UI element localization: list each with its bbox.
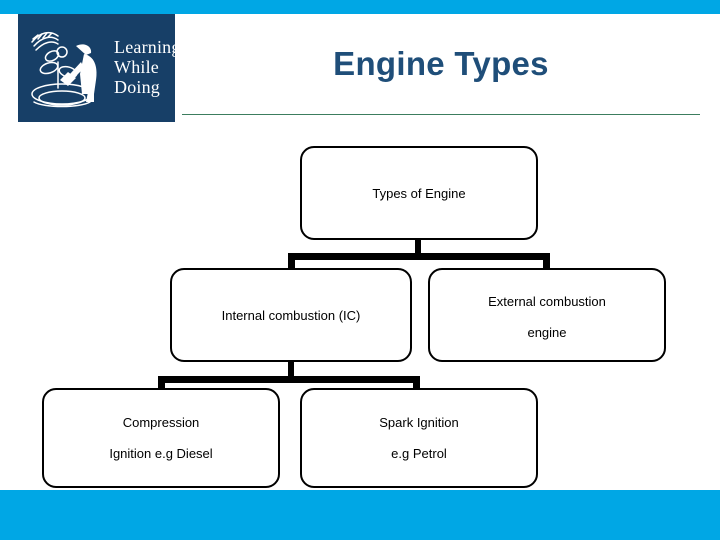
logo-wordmark: Learning While Doing bbox=[114, 37, 175, 97]
connector-ic-stem bbox=[288, 360, 294, 382]
connector-row3-horizontal bbox=[158, 376, 420, 383]
connector-row3-left-drop bbox=[158, 376, 165, 392]
node-label-line-1: Internal combustion (IC) bbox=[221, 307, 361, 323]
connector-row2-left-drop bbox=[288, 253, 295, 271]
logo-word-line-2: While bbox=[114, 57, 159, 77]
node-label-line-2: Ignition e.g Diesel bbox=[109, 446, 213, 461]
diagram-node-external-combustion[interactable]: External combustion engine bbox=[428, 268, 666, 362]
diagram-node-types-of-engine[interactable]: Types of Engine bbox=[300, 146, 538, 240]
connector-row2-right-drop bbox=[543, 253, 550, 271]
diagram-node-internal-combustion[interactable]: Internal combustion (IC) bbox=[170, 268, 412, 362]
node-label-line-1: External combustion bbox=[488, 294, 606, 309]
connector-row3-right-drop bbox=[413, 376, 420, 392]
node-label-line-1: Compression bbox=[122, 415, 200, 430]
logo: Learning While Doing bbox=[18, 14, 175, 122]
top-accent-bar bbox=[0, 0, 720, 14]
diagram-node-spark-ignition[interactable]: Spark Ignition e.g Petrol bbox=[300, 388, 538, 488]
person-watering-plant-icon bbox=[31, 31, 97, 108]
connector-row2-horizontal bbox=[288, 253, 550, 260]
node-label-line-1: Types of Engine bbox=[372, 185, 466, 201]
logo-word-line-1: Learning bbox=[114, 37, 175, 57]
node-label-line-2: e.g Petrol bbox=[391, 446, 447, 461]
title-divider bbox=[182, 114, 700, 115]
diagram-node-compression-ignition[interactable]: Compression Ignition e.g Diesel bbox=[42, 388, 280, 488]
page-title: Engine Types bbox=[333, 45, 549, 82]
bottom-accent-bar bbox=[0, 490, 720, 540]
logo-word-line-3: Doing bbox=[114, 77, 160, 97]
node-label-line-1: Spark Ignition bbox=[379, 415, 459, 430]
connector-root-stem bbox=[415, 238, 421, 260]
node-label-line-2: engine bbox=[527, 325, 567, 340]
